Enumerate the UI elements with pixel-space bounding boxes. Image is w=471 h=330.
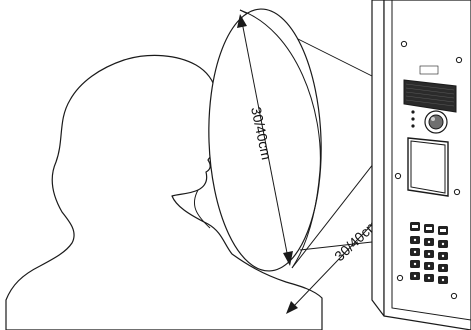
display-screen [407, 137, 449, 197]
function-keys [410, 222, 448, 235]
distance-arrow-head-bottom [286, 301, 298, 314]
height-dimension-line [241, 21, 289, 259]
screw-middle-left [394, 172, 402, 180]
jaw-contour [194, 189, 211, 229]
viewing-cone-rim [239, 9, 321, 269]
screw-top-right [455, 56, 463, 64]
status-icons [411, 110, 415, 128]
screw-top-left [400, 40, 408, 48]
speaker-grille [403, 79, 457, 113]
display-inner [410, 140, 446, 194]
camera-lens [428, 114, 444, 130]
panel-side [371, 0, 385, 317]
panel-bevel [391, 0, 471, 321]
keypad-glyphs [413, 238, 445, 282]
height-arrow-head-bottom [283, 251, 293, 266]
height-arrow-head-top [237, 14, 247, 28]
distance-leader [299, 241, 373, 251]
camera-lens-highlight [431, 117, 435, 121]
intercom-panel [371, 0, 471, 330]
brand-plate [419, 65, 439, 75]
screw-bottom-right [450, 292, 458, 300]
speaker-grille-holes [405, 83, 455, 107]
screw-middle-right [453, 188, 461, 196]
screw-bottom-left [396, 274, 404, 282]
